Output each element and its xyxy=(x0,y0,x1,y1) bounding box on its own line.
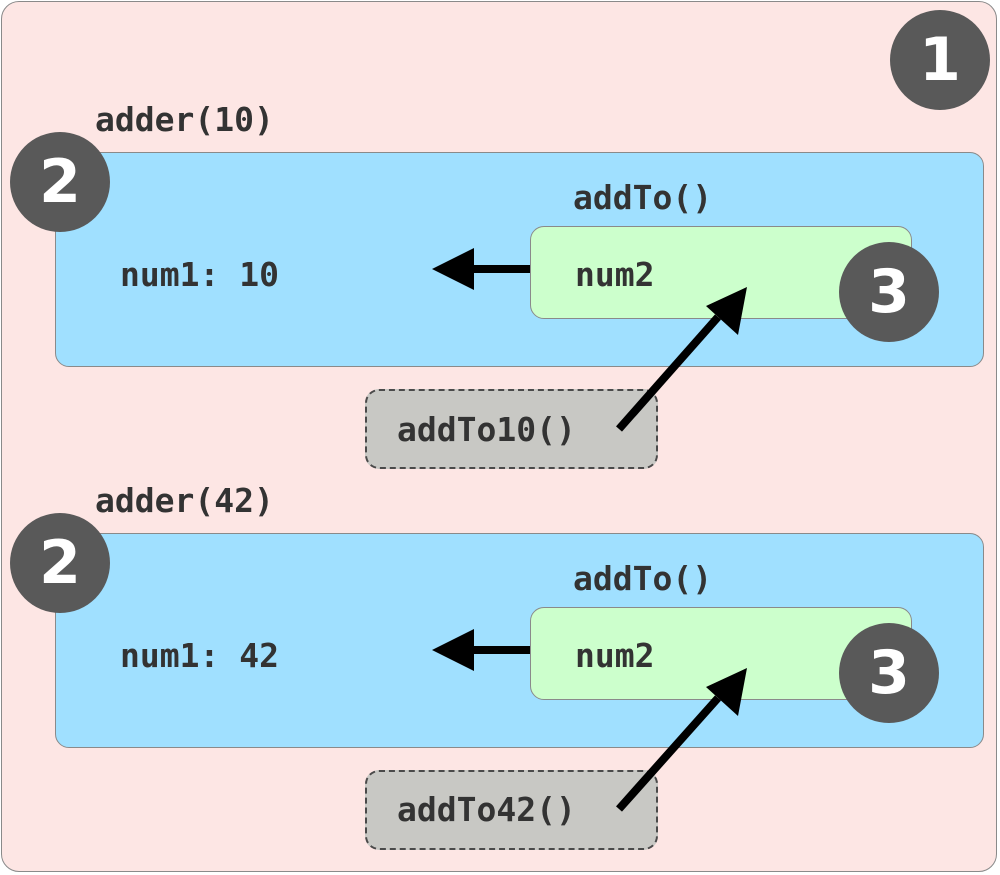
function-reference-label: addTo10() xyxy=(397,410,576,449)
function-reference-box xyxy=(365,389,658,469)
function-reference-label: addTo42() xyxy=(397,790,576,829)
addto-label: addTo() xyxy=(573,559,713,598)
scope-badge-3: 3 xyxy=(839,623,939,723)
scope-badge-3: 3 xyxy=(839,242,939,342)
num2-variable: num2 xyxy=(575,255,655,294)
adder-call-label: adder(42) xyxy=(95,481,274,520)
scope-chain-arrow xyxy=(432,629,530,671)
adder-call-label: adder(10) xyxy=(95,100,274,139)
num2-variable: num2 xyxy=(575,636,655,675)
scope-badge-2: 2 xyxy=(10,132,110,232)
scope-chain-arrow xyxy=(432,248,530,290)
function-reference-box xyxy=(365,770,658,850)
reference-arrow xyxy=(616,287,747,432)
scope-badge-2: 2 xyxy=(10,513,110,613)
scope-badge-1: 1 xyxy=(890,10,990,110)
addto-label: addTo() xyxy=(573,178,713,217)
reference-arrow xyxy=(616,668,747,812)
num1-variable: num1: 42 xyxy=(120,636,279,675)
num1-variable: num1: 10 xyxy=(120,255,279,294)
